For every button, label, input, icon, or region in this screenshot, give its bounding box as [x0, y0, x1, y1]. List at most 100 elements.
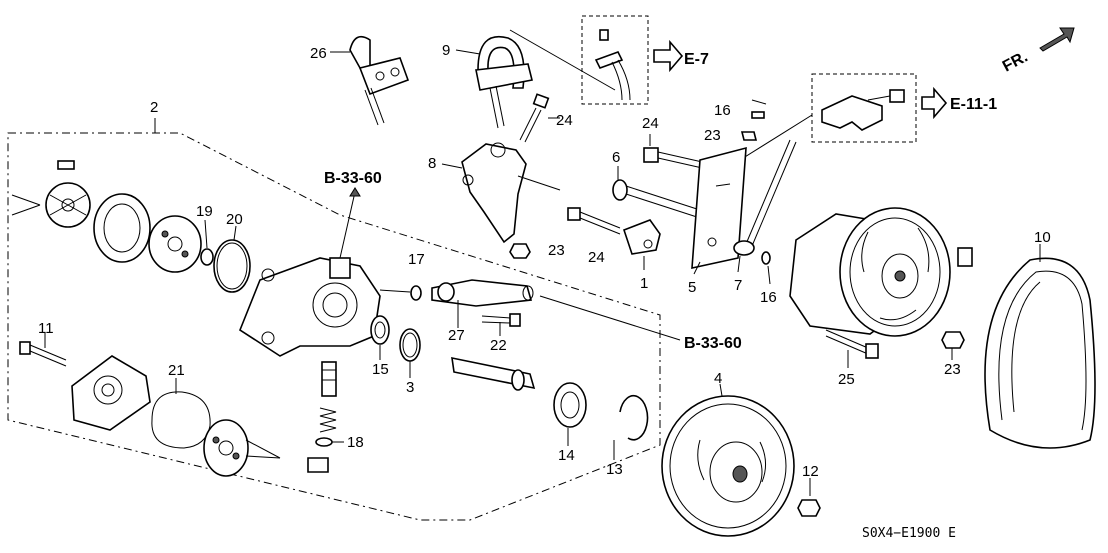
nut-23-right — [941, 331, 965, 349]
callout-16a: 16 — [714, 102, 731, 119]
o-ring-19 — [200, 248, 214, 266]
callout-4: 4 — [714, 370, 722, 387]
bracket-8 — [461, 142, 561, 244]
leader-19 — [204, 219, 208, 249]
bolt-22 — [481, 313, 521, 327]
callout-23b: 23 — [704, 127, 721, 144]
hose-clamp-26 — [349, 35, 410, 126]
ref-b33b: B-33-60 — [684, 335, 742, 352]
leader-rotor-b — [11, 204, 41, 216]
leader-8 — [441, 163, 463, 169]
callout-2: 2 — [150, 99, 158, 116]
front-arrow-icon — [1039, 27, 1075, 52]
leader-9-ref — [509, 29, 616, 91]
callout-10: 10 — [1034, 229, 1051, 246]
callout-7: 7 — [734, 277, 742, 294]
pulley-4 — [661, 395, 795, 537]
bolt-24-upper — [519, 93, 550, 143]
callout-8: 8 — [428, 155, 436, 172]
callout-24c: 24 — [588, 249, 605, 266]
leader-plate-b — [245, 455, 281, 459]
callout-18: 18 — [347, 434, 364, 451]
callout-9: 9 — [442, 42, 450, 59]
bolt-6 — [612, 179, 701, 219]
e11-bracket — [821, 89, 905, 131]
snap-ring-3 — [399, 328, 421, 362]
pump-body — [239, 257, 381, 357]
leader-20 — [233, 225, 237, 241]
snap-ring-13 — [619, 395, 649, 441]
o-ring-18 — [315, 437, 333, 447]
callout-5: 5 — [688, 279, 696, 296]
drawing-code: S0X4−E1900 E — [862, 526, 956, 541]
callout-24a: 24 — [556, 112, 573, 129]
o-ring-17 — [410, 285, 422, 301]
callout-15: 15 — [372, 361, 389, 378]
callout-21: 21 — [168, 362, 185, 379]
seal-ring-small — [57, 160, 75, 170]
mount-bracket-5 — [691, 146, 747, 270]
callout-3: 3 — [406, 379, 414, 396]
bolt-11 — [19, 341, 67, 367]
leader-9 — [455, 49, 481, 55]
callout-20: 20 — [226, 211, 243, 228]
callout-19: 19 — [196, 203, 213, 220]
leader-17 — [379, 289, 411, 293]
oil-seal-15 — [370, 315, 390, 345]
ref-b33a: B-33-60 — [324, 170, 382, 187]
spring — [319, 407, 337, 433]
leader-5 — [693, 261, 701, 275]
arrow-e11-icon — [921, 86, 948, 120]
callout-13: 13 — [606, 461, 623, 478]
nut-12 — [797, 499, 821, 517]
e7-parts — [594, 29, 631, 101]
leader-16b — [767, 265, 771, 285]
bolt-16-top — [751, 99, 767, 119]
side-plate — [148, 215, 202, 273]
callout-12: 12 — [802, 463, 819, 480]
callout-23c: 23 — [944, 361, 961, 378]
plug-cap — [307, 457, 329, 473]
bearing-14 — [553, 382, 587, 428]
callout-27: 27 — [448, 327, 465, 344]
adjust-bracket-1 — [622, 219, 661, 255]
arrow-e7-icon — [653, 39, 684, 73]
o-ring-16 — [761, 251, 771, 265]
leader-e11 — [739, 114, 813, 161]
pressure-plate — [203, 419, 249, 477]
flow-control-valve — [321, 361, 337, 397]
leader-rotor — [11, 194, 41, 206]
callout-26: 26 — [310, 45, 327, 62]
callout-16b: 16 — [760, 289, 777, 306]
callout-11: 11 — [38, 320, 54, 337]
leader-4 — [719, 383, 723, 397]
callout-24b: 24 — [642, 115, 659, 132]
o-ring-20 — [213, 239, 251, 293]
inlet-joint-27 — [431, 279, 534, 307]
drive-belt-10 — [984, 257, 1096, 449]
leader-plate — [245, 439, 281, 459]
o-ring-21 — [151, 391, 211, 449]
adjust-rod — [745, 139, 797, 247]
assembly-outline — [7, 132, 661, 521]
leader-b33b — [539, 295, 681, 341]
ref-e11: E-11-1 — [950, 96, 997, 113]
hose-clamp-9 — [475, 35, 533, 129]
pump-assembly — [789, 207, 973, 337]
pump-shaft — [451, 356, 536, 391]
callout-14: 14 — [558, 447, 575, 464]
bolt-25 — [825, 329, 879, 359]
leader-b33a — [339, 191, 356, 259]
callout-1: 1 — [640, 275, 648, 292]
ref-arrow-b33a-icon — [349, 187, 361, 197]
nut-23-upper — [509, 243, 531, 259]
callout-22: 22 — [490, 337, 507, 354]
callout-23a: 23 — [548, 242, 565, 259]
washer-7 — [733, 240, 755, 256]
ref-fr: FR. — [1000, 48, 1031, 75]
callout-6: 6 — [612, 149, 620, 166]
rotor-vanes — [45, 182, 91, 228]
callout-25: 25 — [838, 371, 855, 388]
e11-box — [811, 73, 917, 143]
